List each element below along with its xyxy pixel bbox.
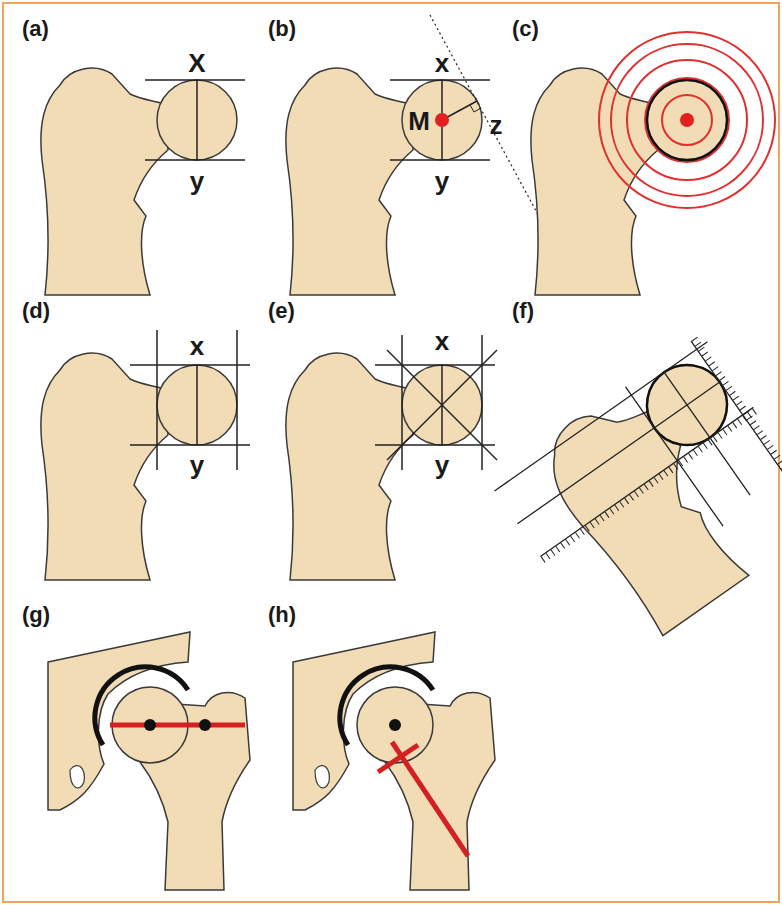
callout-letter: x <box>435 328 449 354</box>
panel-label: (a) <box>22 18 49 40</box>
panel-label: (b) <box>268 18 296 40</box>
panel-label: (c) <box>512 18 539 40</box>
panel-label: (h) <box>268 604 296 626</box>
callout-letter: z <box>490 112 503 138</box>
callout-letter: x <box>435 50 449 76</box>
panel-label: (e) <box>268 300 295 322</box>
panel-label: (d) <box>22 300 50 322</box>
callout-letter: M <box>408 108 430 134</box>
panel-label: (g) <box>22 604 50 626</box>
panel-label: (f) <box>512 300 534 322</box>
callout-letter: y <box>190 168 204 194</box>
callout-letter: x <box>190 333 204 359</box>
callout-letter: y <box>435 452 449 478</box>
callout-letter: X <box>188 50 205 76</box>
callout-letter: y <box>190 452 204 478</box>
callout-letter: y <box>435 168 449 194</box>
